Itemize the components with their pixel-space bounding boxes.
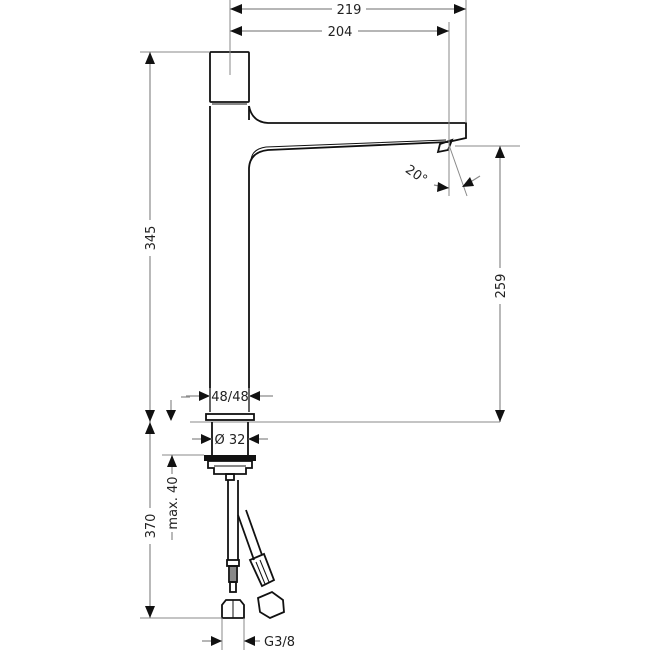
counter-top-marker	[166, 396, 190, 421]
label-spout-angle: 20°	[402, 162, 429, 188]
dimension-connection-thread: G3/8	[202, 618, 295, 650]
base-plate	[190, 413, 500, 423]
dimension-spout-reach: 204	[230, 22, 450, 145]
label-spout-reach: 204	[328, 25, 353, 40]
supply-hoses	[221, 480, 285, 620]
dimension-body-size: 48/48	[186, 388, 273, 412]
dimension-spout-angle: 20°	[402, 144, 481, 197]
label-max-counter-thickness: max. 40	[166, 476, 181, 529]
dimension-max-counter-thickness: max. 40	[162, 454, 204, 540]
label-connection-thread: G3/8	[264, 635, 295, 650]
dimension-total-height: 345	[140, 51, 210, 422]
label-spout-height: 259	[494, 274, 509, 299]
dimension-below-counter: 370	[140, 422, 222, 619]
dimension-hole-diameter: Ø 32	[192, 433, 268, 448]
dimension-overall-reach: 219	[229, 0, 467, 123]
label-overall-reach: 219	[337, 3, 362, 18]
label-body-size: 48/48	[211, 390, 248, 405]
mounting-shank	[204, 422, 256, 481]
label-below-counter: 370	[144, 514, 159, 539]
faucet-body	[209, 51, 467, 412]
dimension-spout-height: 259	[455, 145, 520, 422]
label-hole-diameter: Ø 32	[215, 433, 246, 448]
label-total-height: 345	[144, 226, 159, 251]
